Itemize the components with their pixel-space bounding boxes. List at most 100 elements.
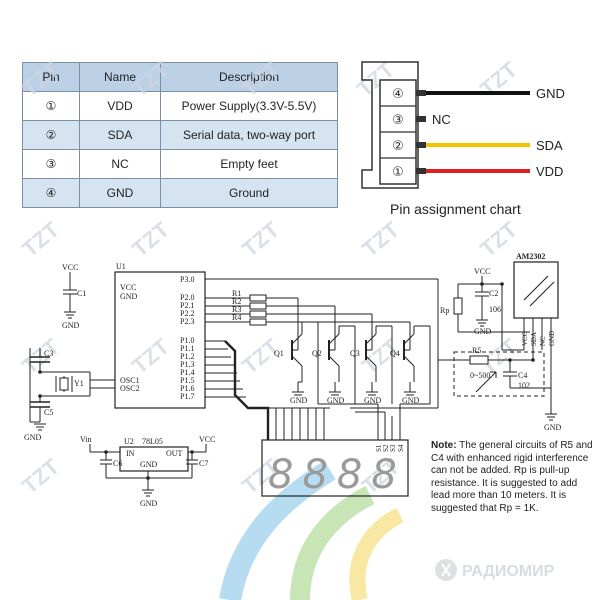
label-gnd: GND bbox=[402, 396, 420, 405]
pin-description: Empty feet bbox=[160, 149, 338, 179]
label-p1-7: P1.7 bbox=[180, 392, 194, 401]
label-p2-1: P2.1 bbox=[180, 301, 194, 310]
connector-outline bbox=[361, 61, 419, 189]
pin-name: SDA bbox=[79, 120, 161, 150]
connector-pin-number: ① bbox=[392, 165, 404, 180]
schematic-wires bbox=[29, 261, 559, 497]
label-p1-0: P1.0 bbox=[180, 336, 194, 345]
connector-caption: Pin assignment chart bbox=[390, 201, 521, 217]
label-p2-0: P2.0 bbox=[180, 293, 194, 302]
label-r5: R5 bbox=[472, 346, 481, 355]
circuit-note: Note: The general circuits of R5 and C4 … bbox=[431, 440, 596, 515]
label-c2-val: 106 bbox=[489, 305, 501, 314]
label-r1: R1 bbox=[232, 289, 241, 298]
pin-description: Ground bbox=[160, 178, 338, 208]
label-r5-val: 0~500 bbox=[470, 371, 490, 380]
label-gnd: GND bbox=[140, 499, 158, 508]
table-row: ④ GND Ground bbox=[22, 178, 338, 208]
display-pin-s4: S4 bbox=[397, 444, 405, 452]
label-u2-gnd: GND bbox=[140, 460, 158, 469]
label-q2: Q2 bbox=[312, 349, 322, 358]
sensor-pin-labels: VCC SDA NC GND bbox=[521, 331, 556, 346]
note-label: Note: bbox=[431, 440, 457, 451]
watermark-tzt: TZT bbox=[237, 216, 284, 261]
label-p1-6: P1.6 bbox=[180, 384, 194, 393]
label-q3: Q3 bbox=[350, 349, 360, 358]
label-r4: R4 bbox=[232, 313, 241, 322]
display-pin-s3: S3 bbox=[389, 444, 397, 452]
label-p1-4: P1.4 bbox=[180, 368, 194, 377]
sensor-pin-nc: NC bbox=[539, 336, 547, 346]
label-p1-3: P1.3 bbox=[180, 360, 194, 369]
watermark-tzt: TZT bbox=[127, 216, 174, 261]
wire-label-nc: NC bbox=[432, 112, 451, 127]
table-row: ① VDD Power Supply(3.3V-5.5V) bbox=[22, 91, 338, 121]
label-p3-0: P3.0 bbox=[180, 275, 194, 284]
pin-number: ① bbox=[22, 91, 80, 121]
label-u1-gnd: GND bbox=[120, 292, 138, 301]
label-u1-vcc: VCC bbox=[120, 283, 136, 292]
label-rp: Rp bbox=[440, 306, 449, 315]
watermark-tzt: TZT bbox=[475, 56, 522, 101]
wire-label-gnd: GND bbox=[536, 86, 565, 101]
display-pin-labels: S1 S2 S3 S4 bbox=[375, 444, 405, 452]
label-gnd: GND bbox=[474, 327, 492, 336]
radiomir-logo: РАДИОМИР bbox=[435, 559, 555, 581]
label-vcc: VCC bbox=[62, 263, 78, 272]
label-c3: C3 bbox=[44, 349, 53, 358]
label-c4: C4 bbox=[518, 371, 527, 380]
connector-pin-number: ③ bbox=[392, 113, 404, 128]
connector-chart: ④ ③ ② ① GND NC SDA VDD Pin assignment ch… bbox=[361, 61, 565, 217]
label-c1: C1 bbox=[77, 289, 86, 298]
pin-name: GND bbox=[79, 178, 161, 208]
pin-description: Power Supply(3.3V-5.5V) bbox=[160, 91, 338, 121]
logo-text: РАДИОМИР bbox=[462, 563, 555, 580]
sensor-pin-gnd: GND bbox=[548, 331, 556, 346]
label-78l05: 78L05 bbox=[142, 437, 163, 446]
label-r3: R3 bbox=[232, 305, 241, 314]
table-row: ③ NC Empty feet bbox=[22, 149, 338, 179]
watermark-tzt: TZT bbox=[17, 56, 64, 101]
label-vin: Vin bbox=[80, 435, 92, 444]
header-pin: Pin bbox=[22, 62, 80, 92]
label-p1-2: P1.2 bbox=[180, 352, 194, 361]
label-am2302: AM2302 bbox=[516, 252, 545, 261]
watermark-tzt: TZT bbox=[127, 56, 174, 101]
pin-number: ② bbox=[22, 120, 80, 150]
label-osc2: OSC2 bbox=[120, 384, 140, 393]
sensor-pin-sda: SDA bbox=[530, 332, 538, 346]
label-u2-out: OUT bbox=[166, 449, 183, 458]
label-osc1: OSC1 bbox=[120, 376, 140, 385]
display-pin-s2: S2 bbox=[382, 444, 390, 452]
label-p2-2: P2.2 bbox=[180, 309, 194, 318]
label-c5: C5 bbox=[44, 408, 53, 417]
label-q4: Q4 bbox=[390, 349, 400, 358]
label-gnd: GND bbox=[24, 433, 42, 442]
label-gnd: GND bbox=[364, 396, 382, 405]
label-p1-1: P1.1 bbox=[180, 344, 194, 353]
label-c2: C2 bbox=[489, 289, 498, 298]
sensor-pin-vcc: VCC bbox=[521, 331, 529, 346]
watermark-tzt: TZT bbox=[237, 56, 284, 101]
label-gnd: GND bbox=[327, 396, 345, 405]
label-u2-in: IN bbox=[126, 449, 135, 458]
schematic-labels: VCC C1 GND U1 VCC GND P3.0 P2.0 P2.1 P2.… bbox=[24, 252, 562, 508]
table-header-row: Pin Name Description bbox=[22, 62, 338, 92]
pin-number: ④ bbox=[22, 178, 80, 208]
label-gnd: GND bbox=[544, 423, 562, 432]
watermark-tzt: TZT bbox=[17, 453, 64, 498]
label-c4-val: 102 bbox=[518, 381, 530, 390]
note-text: The general circuits of R5 and C4 with e… bbox=[431, 440, 593, 514]
label-vcc: VCC bbox=[474, 267, 490, 276]
label-p2-3: P2.3 bbox=[180, 317, 194, 326]
wire-label-vdd: VDD bbox=[536, 164, 563, 179]
watermark-tzt: TZT bbox=[17, 216, 64, 261]
wire-label-sda: SDA bbox=[536, 138, 563, 153]
connector-pin-number: ② bbox=[392, 139, 404, 154]
label-c6: C6 bbox=[113, 459, 122, 468]
label-p1-5: P1.5 bbox=[180, 376, 194, 385]
junction-dots bbox=[38, 282, 535, 480]
table-row: ② SDA Serial data, two-way port bbox=[22, 120, 338, 150]
label-gnd: GND bbox=[62, 321, 80, 330]
